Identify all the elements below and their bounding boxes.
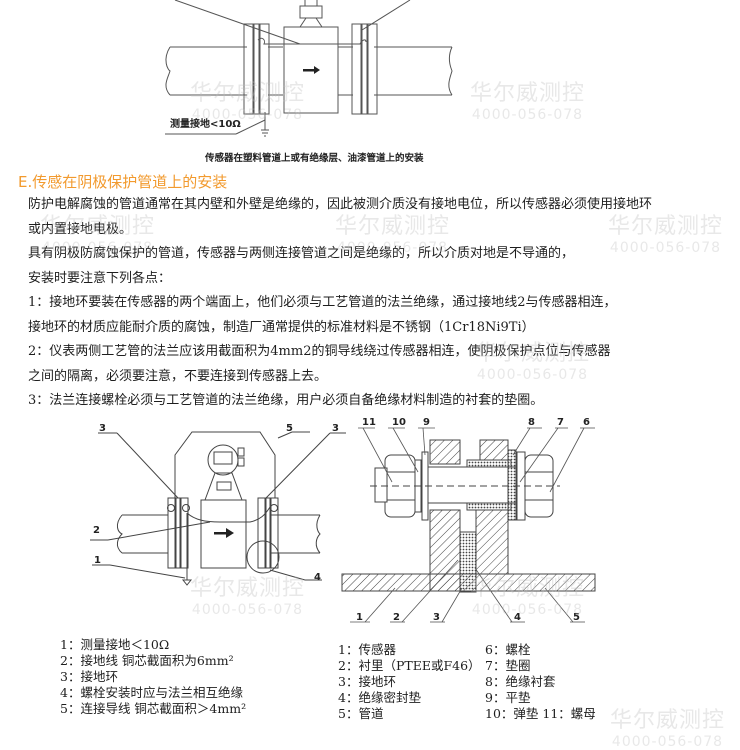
bolt-section-diagram-graphic [341,427,596,623]
legend-item: 2：接地线 铜芯截面积为6mm² [60,653,234,668]
callout-3-right: 3 [332,423,339,434]
legend-item: 1：测量接地＜10Ω [60,637,170,652]
legend-item: 5：连接导线 铜芯截面积＞4mm² [60,701,247,716]
callout-4: 4 [314,572,321,583]
legend-item: 10：弹垫 11：螺母 [485,706,596,721]
callout-b1: 1 [356,612,363,623]
legend-right-col2: 6：螺栓 7：垫圈 8：绝缘衬套 9：平垫 10：弹垫 11：螺母 [485,642,596,722]
ground-resistance-label: 测量接地<10Ω [170,119,241,130]
section-heading: E.传感在阴极保护管道上的安装 [18,173,228,191]
callout-11: 11 [362,417,376,428]
paragraph-line: 接地环的材质应能耐介质的腐蚀，制造厂通常提供的标准材料是不锈钢（1Cr18Ni9… [28,319,535,335]
callout-6: 6 [583,417,590,428]
legend-item: 6：螺栓 [485,642,531,657]
paragraph-line: 安装时要注意下列各点： [28,270,172,286]
flow-arrow-icon [214,528,234,538]
legend-item: 2：衬里（PTEE或F46） [338,658,481,673]
paragraph-line: 3：法兰连接螺栓必须与工艺管道的法兰绝缘，用户必须自备绝缘材料制造的衬套的垫圈。 [28,393,544,408]
legend-item: 8：绝缘衬套 [485,674,556,689]
callout-b5: 5 [573,612,580,623]
legend-item: 3：接地环 [338,674,396,689]
callout-b2: 2 [393,612,400,623]
paragraph-line: 具有阴极防腐蚀保护的管道，传感器与两侧连接管道之间是绝缘的，所以介质对地是不导通… [28,246,575,261]
legend-item: 5：管道 [338,706,384,721]
legend-item: 3：接地环 [60,669,118,684]
legend-item: 1：传感器 [338,642,396,657]
watermark: 华尔威测控 4000-056-078 [610,708,726,750]
callout-5: 5 [286,423,293,434]
callout-b3: 3 [433,612,440,623]
callout-8: 8 [528,417,535,428]
callout-7: 7 [557,417,564,428]
legend-item: 4：螺栓安装时应与法兰相互绝缘 [60,685,243,700]
pipe-sensor-diagram-graphic [165,0,453,137]
paragraph-line: 或内置接地电极。 [28,221,133,237]
legend-left: 1：测量接地＜10Ω 2：接地线 铜芯截面积为6mm² 3：接地环 4：螺栓安装… [60,637,246,717]
legend-item: 7：垫圈 [485,658,531,673]
callout-9: 9 [423,417,430,428]
section-body: 防护电解腐蚀的管道通常在其内壁和外壁是绝缘的，因此被测介质没有接地电位，所以传感… [28,193,652,414]
paragraph-line: 之间的隔离，必须要注意，不要连接到传感器上去。 [28,368,328,384]
legend-item: 9：平垫 [485,690,531,705]
paragraph-line: 2：仪表两侧工艺管的法兰应该用截面积为4mm2的铜导线绕过传感器相连，使阴极保护… [28,344,611,359]
paragraph-line: 1：接地环要装在传感器的两个端面上，他们必须与工艺管道的法兰绝缘，通过接地线2与… [28,295,617,310]
flow-arrow-icon [303,66,320,74]
legend-right-col1: 1：传感器 2：衬里（PTEE或F46） 3：接地环 4：绝缘密封垫 5：管道 [338,642,481,722]
callout-b4: 4 [514,612,521,623]
paragraph-line: 防护电解腐蚀的管道通常在其内壁和外壁是绝缘的，因此被测介质没有接地电位，所以传感… [28,197,653,212]
callout-10: 10 [392,417,406,428]
top-diagram-caption: 传感器在塑料管道上或有绝缘层、油漆管道上的安装 [205,153,424,164]
cathodic-pipe-diagram-graphic [90,431,346,586]
callout-3-left: 3 [99,423,106,434]
legend-item: 4：绝缘密封垫 [338,690,421,705]
callout-2: 2 [93,525,100,536]
callout-1: 1 [94,555,101,566]
